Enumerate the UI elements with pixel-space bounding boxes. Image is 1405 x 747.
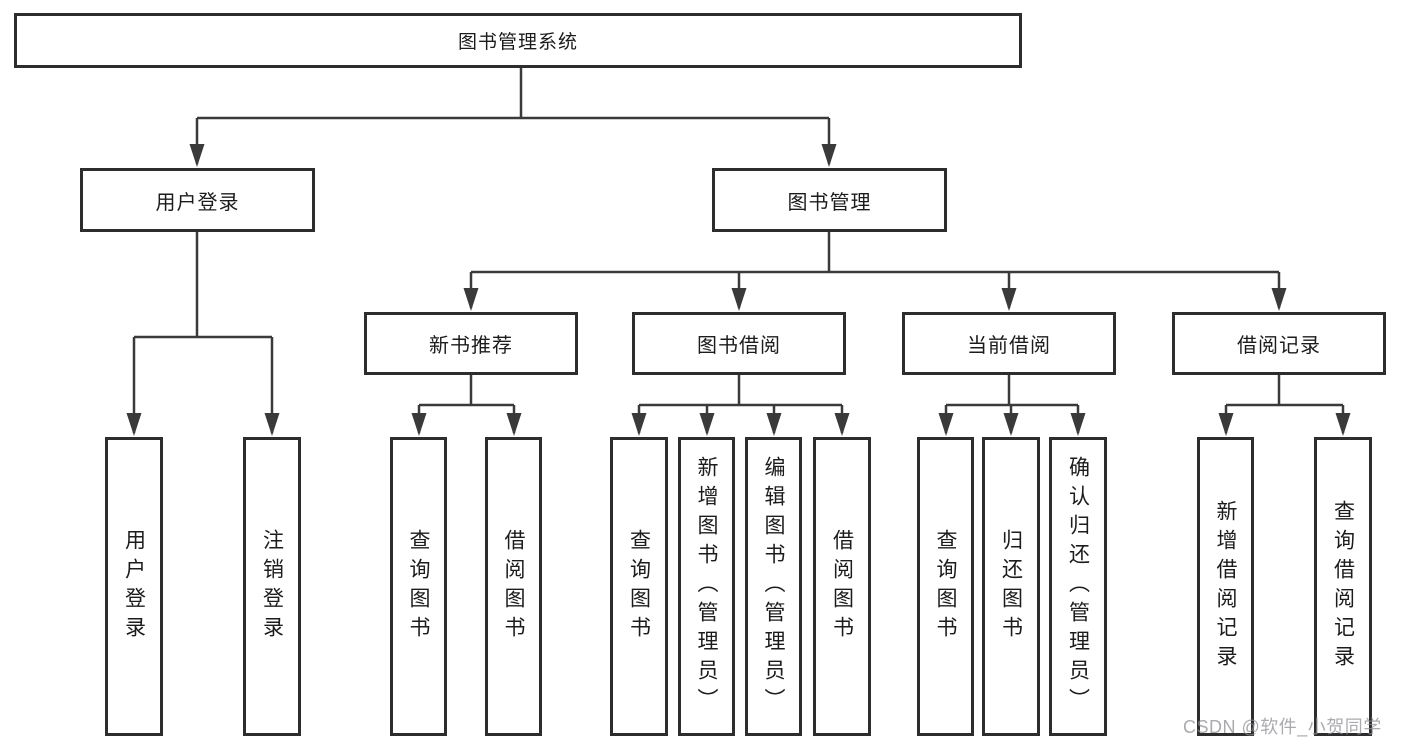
node-label: 查询借阅记录 [1331,499,1355,674]
node-current-borrow: 当前借阅 [902,312,1116,375]
node-label: 编辑图书（管理员） [762,456,786,717]
node-label: 查询图书 [407,528,431,645]
node-root: 图书管理系统 [14,13,1022,68]
leaf-records-add-record: 新增借阅记录 [1197,437,1254,736]
leaf-user-login: 用户登录 [105,437,163,736]
leaf-borrow-add-book-admin: 新增图书（管理员） [678,437,735,736]
connector-paths [132,67,1345,433]
node-label: 查询图书 [627,528,651,645]
node-new-book-recommend: 新书推荐 [364,312,578,375]
leaf-records-query-record: 查询借阅记录 [1314,437,1372,736]
node-label: 用户登录 [122,528,146,645]
node-label: 借阅图书 [502,528,526,645]
node-label: 借阅记录 [1237,335,1321,357]
node-label: 新增借阅记录 [1214,499,1238,674]
node-book-borrow: 图书借阅 [632,312,846,375]
node-label: 注销登录 [260,528,284,645]
node-label: 图书借阅 [697,335,781,357]
node-label: 新增图书（管理员） [695,456,719,717]
node-label: 当前借阅 [967,335,1051,357]
node-book-management: 图书管理 [712,168,947,232]
node-label: 确认归还（管理员） [1066,456,1090,717]
node-label: 借阅图书 [830,528,854,645]
node-label: 图书管理系统 [457,32,578,53]
leaf-logout: 注销登录 [243,437,301,736]
leaf-recommend-query-book: 查询图书 [390,437,447,736]
node-label: 新书推荐 [429,335,513,357]
arrowheads [126,144,1351,436]
node-borrow-records: 借阅记录 [1172,312,1386,375]
node-label: 用户登录 [155,191,240,214]
node-user-login: 用户登录 [80,168,315,232]
leaf-current-confirm-return-admin: 确认归还（管理员） [1049,437,1107,736]
leaf-current-return-book: 归还图书 [982,437,1040,736]
watermark: CSDN @软件_小贺同学 [1183,717,1382,737]
node-label: 查询图书 [934,528,958,645]
leaf-recommend-borrow-book: 借阅图书 [485,437,542,736]
leaf-borrow-query-book: 查询图书 [610,437,668,736]
node-label: 归还图书 [999,528,1023,645]
leaf-current-query-book: 查询图书 [917,437,974,736]
node-label: 图书管理 [787,191,872,214]
leaf-borrow-edit-book-admin: 编辑图书（管理员） [745,437,802,736]
leaf-borrow-borrow-book: 借阅图书 [813,437,871,736]
